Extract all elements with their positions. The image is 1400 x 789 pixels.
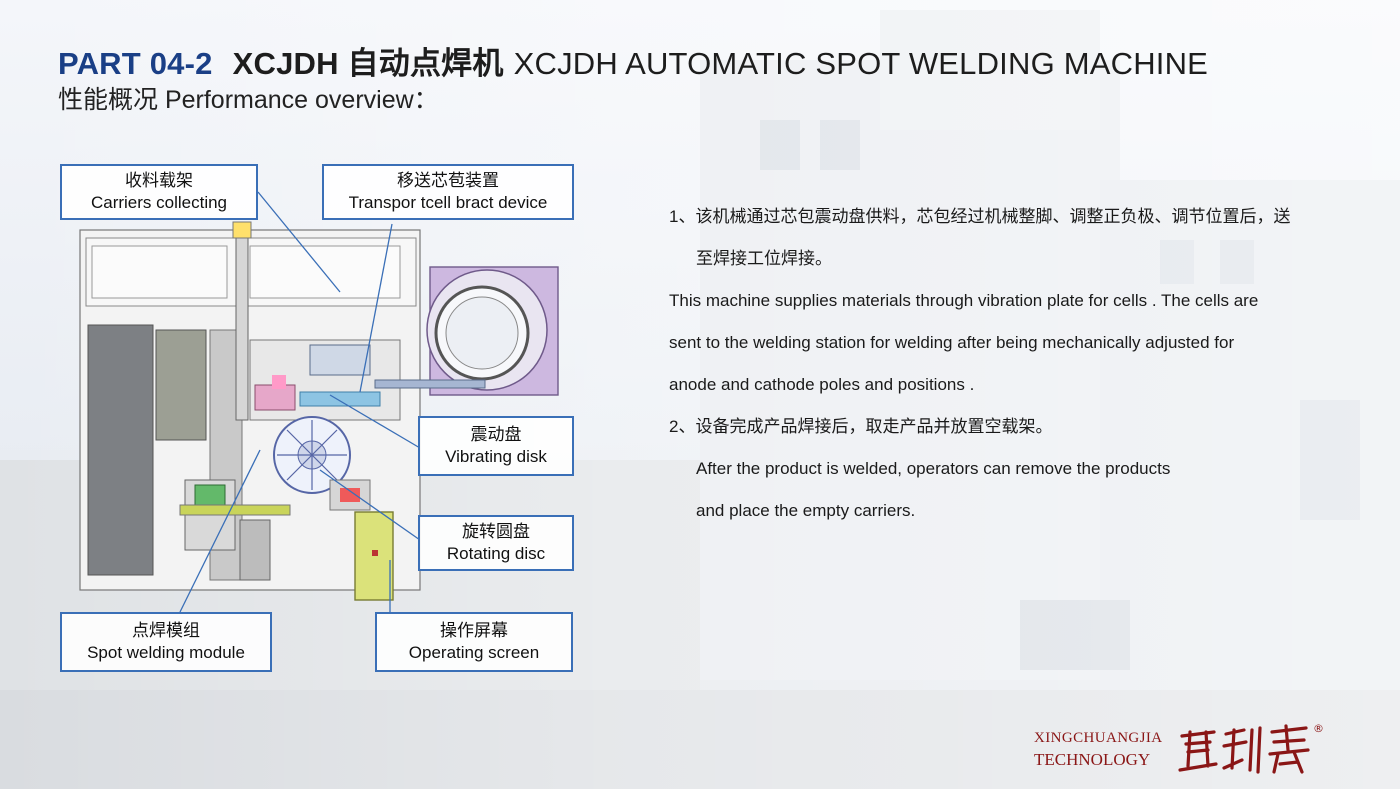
label-transport-en: Transpor tcell bract device: [348, 193, 548, 212]
page-subtitle: 性能概况 Performance overview：: [58, 86, 439, 114]
label-spot-cn: 点焊模组: [132, 621, 200, 640]
label-transport-cn: 移送芯苞装置: [397, 171, 499, 190]
desc-p1-en-line2: sent to the welding station for welding …: [669, 333, 1235, 352]
label-vibrating-cn: 震动盘: [470, 425, 522, 444]
label-vibrating-disk: 震动盘 Vibrating disk: [418, 416, 574, 476]
desc-p1-cn-line2: 至焊接工位焊接。: [696, 249, 832, 268]
logo-text-line2: TECHNOLOGY: [1034, 750, 1151, 769]
logo-registered: ®: [1313, 722, 1324, 735]
title-english: XCJDH AUTOMATIC SPOT WELDING MACHINE: [513, 46, 1209, 81]
desc-p2-cn: 2、设备完成产品焊接后，取走产品并放置空载架。: [669, 417, 1053, 436]
logo-text-line1: XINGCHUANGJIA: [1034, 730, 1163, 746]
label-rotating-cn: 旋转圆盘: [462, 522, 530, 541]
desc-p1-en-line1: This machine supplies materials through …: [669, 291, 1259, 310]
label-screen-en: Operating screen: [408, 643, 540, 662]
part-number: PART 04-2: [58, 46, 213, 81]
label-carriers-collecting: 收料载架 Carriers collecting: [60, 164, 258, 220]
label-vibrating-en: Vibrating disk: [445, 447, 547, 466]
label-carriers-cn: 收料载架: [125, 171, 193, 190]
label-carriers-en: Carriers collecting: [90, 193, 228, 212]
company-logo: XINGCHUANGJIA TECHNOLOGY ®: [1034, 722, 1374, 778]
label-rotating-disc: 旋转圆盘 Rotating disc: [418, 515, 574, 571]
label-operating-screen: 操作屏幕 Operating screen: [375, 612, 573, 672]
page-title: PART 04-2 XCJDH 自动点焊机 XCJDH AUTOMATIC SP…: [58, 38, 1208, 83]
label-rotating-en: Rotating disc: [446, 544, 546, 563]
label-screen-cn: 操作屏幕: [440, 621, 508, 640]
model-name: XCJDH 自动点焊机: [232, 46, 504, 81]
logo-mark: ®: [1178, 722, 1324, 774]
desc-p2-en-line1: After the product is welded, operators c…: [696, 459, 1171, 478]
performance-description: 1、该机械通过芯包震动盘供料，芯包经过机械整脚、调整正负极、调节位置后，送 至焊…: [669, 196, 1369, 532]
label-spot-en: Spot welding module: [87, 643, 245, 662]
desc-p1-en-line3: anode and cathode poles and positions .: [669, 375, 975, 394]
desc-p1-cn-line1: 1、该机械通过芯包震动盘供料，芯包经过机械整脚、调整正负极、调节位置后，送: [669, 207, 1291, 226]
label-spot-welding-module: 点焊模组 Spot welding module: [60, 612, 272, 672]
desc-p2-en-line2: and place the empty carriers.: [696, 501, 916, 520]
label-transport-device: 移送芯苞装置 Transpor tcell bract device: [322, 164, 574, 220]
